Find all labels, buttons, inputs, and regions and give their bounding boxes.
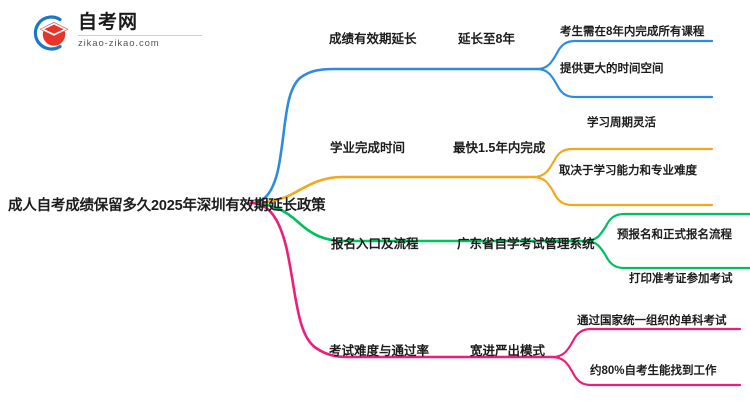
branch-1-level2-node[interactable]: 延长至8年 bbox=[458, 32, 515, 46]
root-node[interactable]: 成人自考成绩保留多久2025年深圳有效期延长政策 bbox=[8, 198, 326, 214]
branch-4-leaf-1[interactable]: 通过国家统一组织的单科考试 bbox=[577, 315, 727, 327]
logo-title: 自考网 bbox=[78, 12, 139, 33]
branch-2-leaf-2[interactable]: 取决于学习能力和专业难度 bbox=[559, 165, 697, 177]
branch-3-level1-node[interactable]: 报名入口及流程 bbox=[331, 237, 419, 251]
branch-4-level1-node[interactable]: 考试难度与通过率 bbox=[329, 344, 430, 358]
branch-1-leaf-2[interactable]: 提供更大的时间空间 bbox=[560, 63, 664, 75]
branch-4-level2-node[interactable]: 宽进严出模式 bbox=[470, 344, 546, 358]
branch-3-leaf-2[interactable]: 打印准考证参加考试 bbox=[629, 273, 733, 285]
branch-2-level2-node[interactable]: 最快1.5年内完成 bbox=[453, 141, 546, 155]
logo-url: zikao-zikao.com bbox=[78, 38, 160, 49]
branch-3-leaf-1[interactable]: 预报名和正式报名流程 bbox=[617, 229, 732, 241]
graduation-cap-logo-icon bbox=[33, 15, 69, 51]
branch-1-leaf-1[interactable]: 考生需在8年内完成所有课程 bbox=[560, 26, 705, 38]
logo-divider bbox=[78, 35, 202, 36]
branch-1-level1-node[interactable]: 成绩有效期延长 bbox=[329, 32, 417, 46]
branch-4-leaf-2[interactable]: 约80%自考生能找到工作 bbox=[590, 365, 717, 377]
branch-2-level1-node[interactable]: 学业完成时间 bbox=[330, 141, 406, 155]
site-logo: 自考网 zikao-zikao.com bbox=[30, 10, 210, 56]
branch-2-leaf-1[interactable]: 学习周期灵活 bbox=[587, 117, 656, 129]
branch-3-level2-node[interactable]: 广东省自学考试管理系统 bbox=[457, 237, 595, 251]
